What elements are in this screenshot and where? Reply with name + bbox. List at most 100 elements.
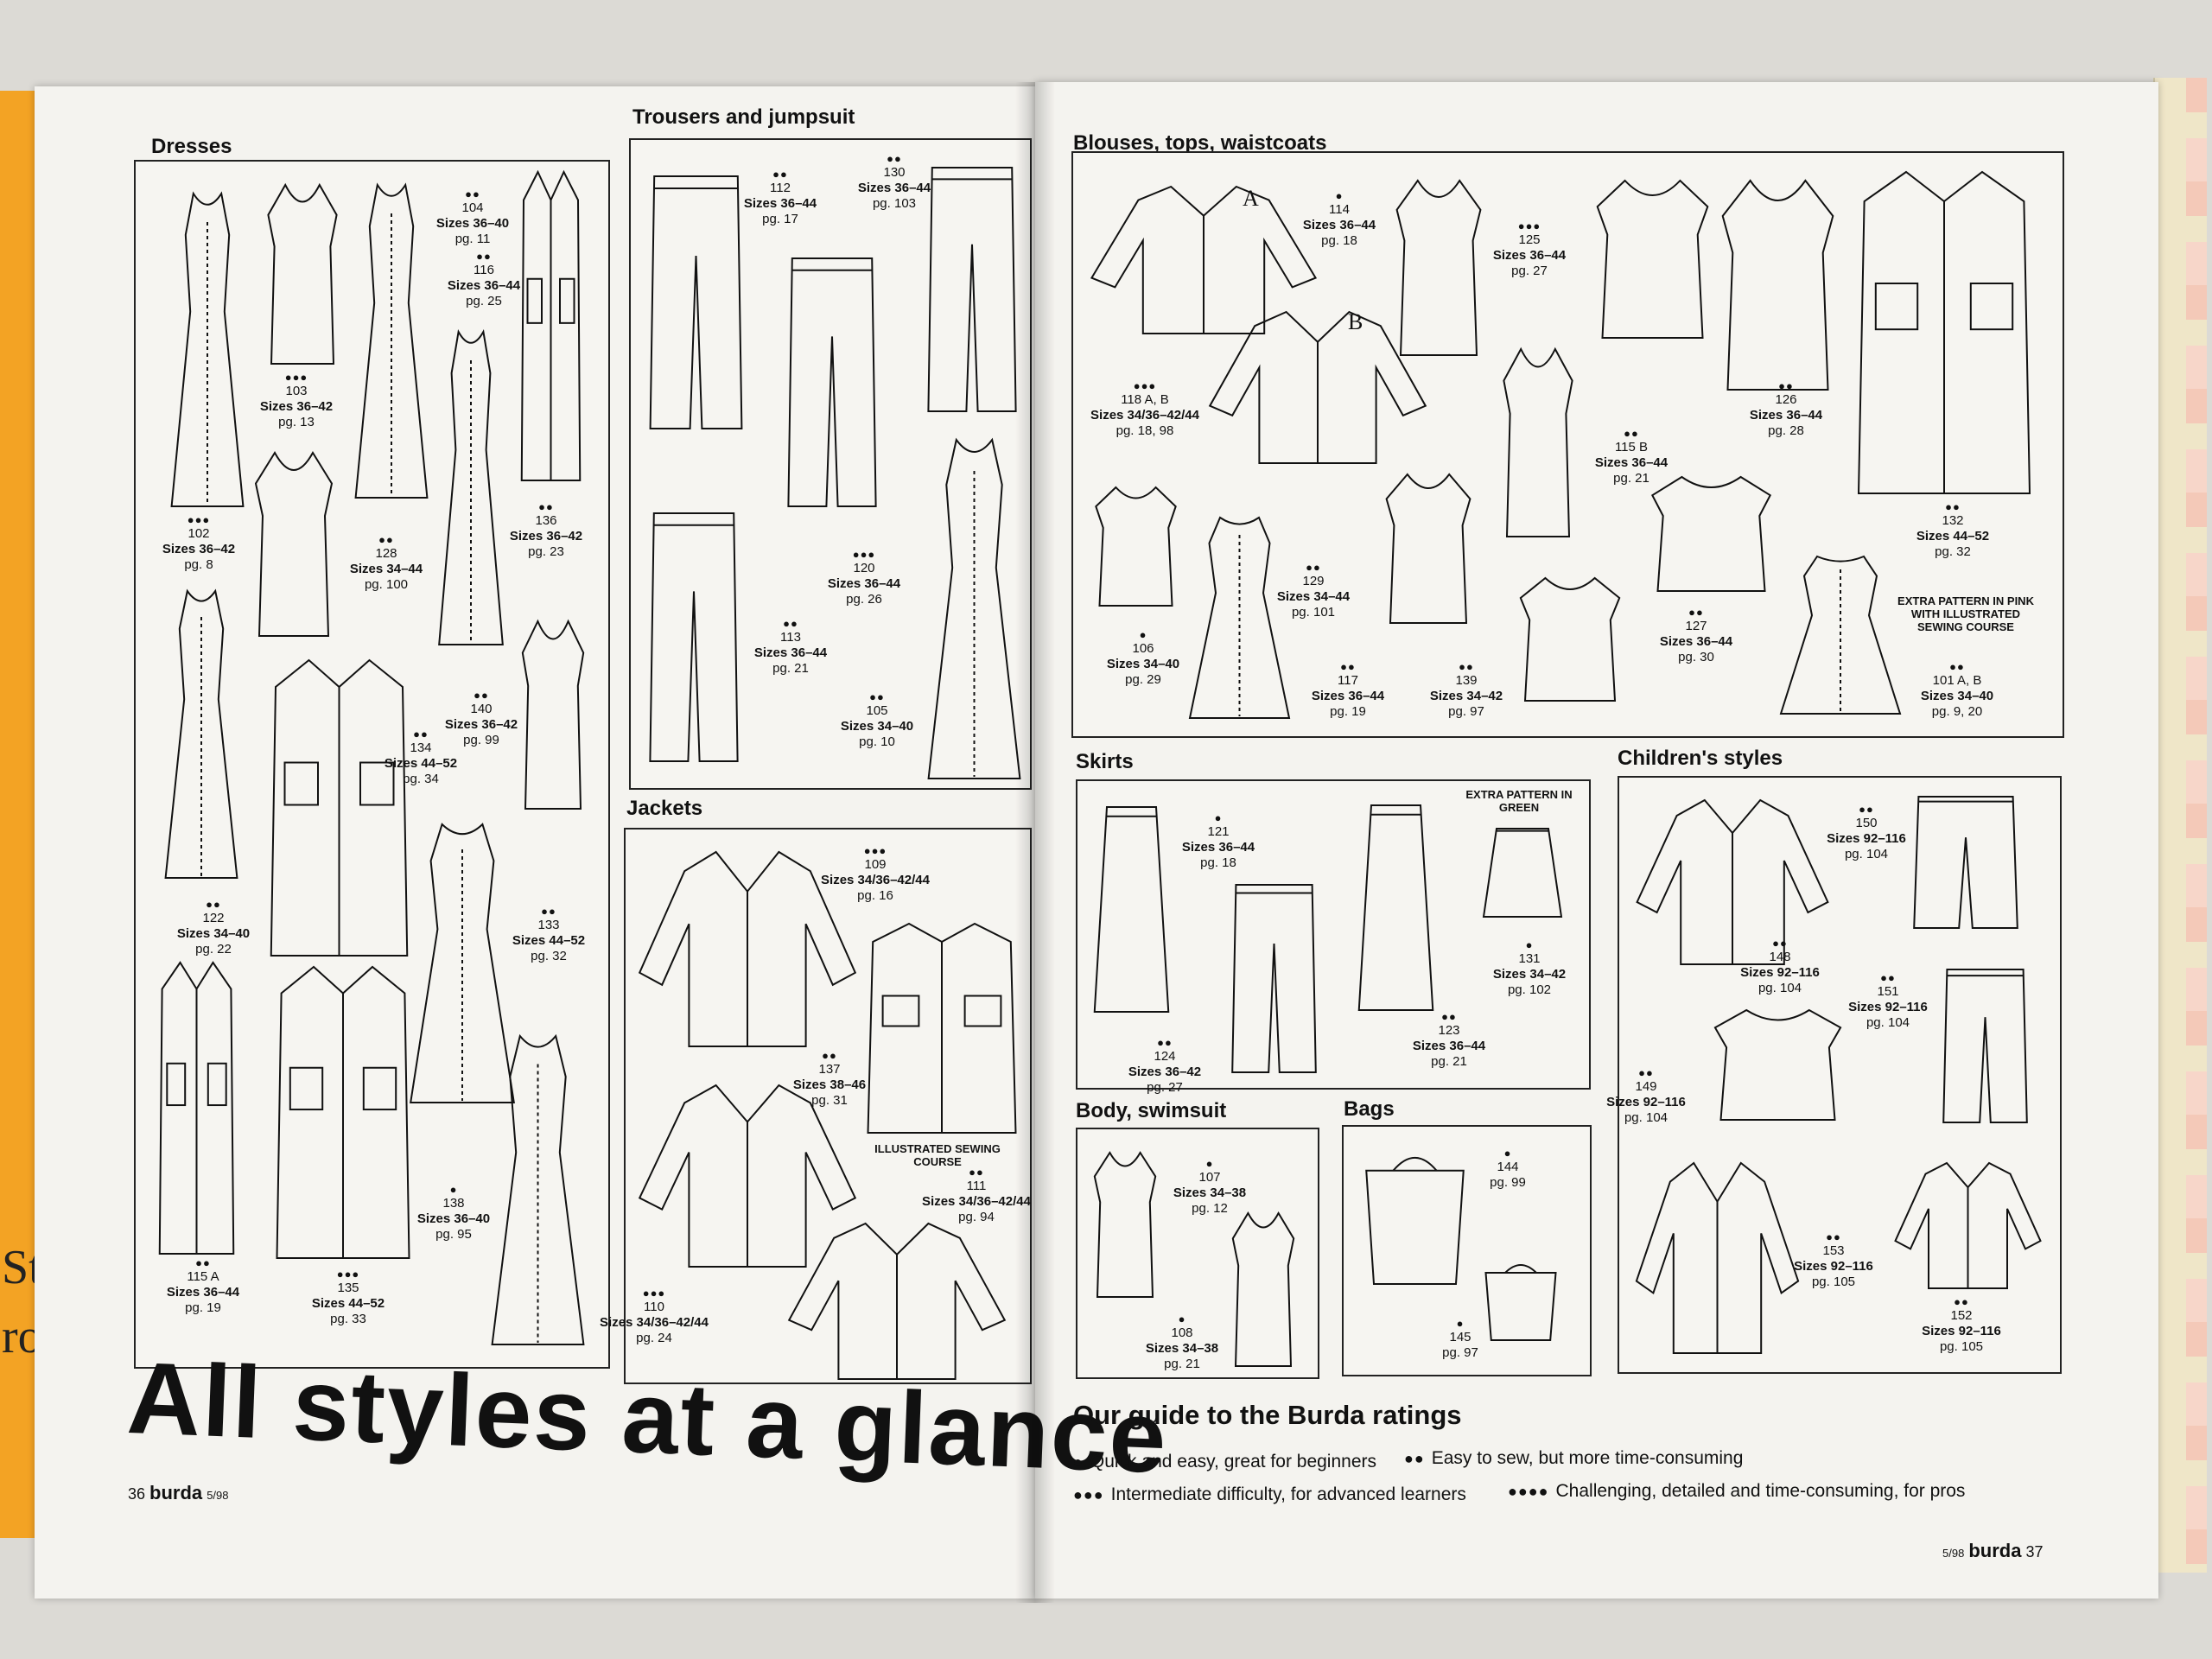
rating-4-text: Challenging, detailed and time-consuming… [1555, 1481, 1966, 1501]
pattern-pg: pg. 33 [330, 1312, 366, 1326]
pattern-size: Sizes 36–44 [1181, 840, 1255, 855]
garment-sketch-dress [168, 190, 246, 510]
garment-sketch-dress [488, 1033, 588, 1348]
pattern-size: Sizes 92–116 [1794, 1259, 1873, 1274]
pattern-pg: pg. 104 [1758, 981, 1802, 995]
pattern-pg: pg. 28 [1768, 423, 1804, 438]
pattern-dots: ●● [1772, 937, 1788, 950]
pattern-num: 106 [1132, 641, 1154, 656]
pattern-size: Sizes 92–116 [1827, 831, 1906, 846]
pattern-pg: pg. 27 [1147, 1080, 1183, 1095]
pattern-pg: pg. 16 [857, 888, 893, 903]
rating-3-dots: ●●● [1073, 1486, 1104, 1503]
pattern-size: Sizes 92–116 [1606, 1095, 1686, 1109]
folio-right-page: 37 [2025, 1543, 2044, 1560]
pattern-pg: pg. 104 [1624, 1110, 1669, 1125]
pattern-pg: pg. 19 [185, 1300, 221, 1315]
pattern-num: 128 [375, 546, 397, 561]
garment-sketch-pants [785, 255, 880, 510]
pattern-num: 109 [864, 857, 887, 872]
pattern-dots: ●●● [852, 548, 876, 561]
ratings-title: Our guide to the Burda ratings [1073, 1400, 1462, 1430]
pattern-num: 137 [818, 1062, 841, 1077]
garment-sketch-coat [264, 657, 415, 959]
pattern-num: 138 [442, 1196, 465, 1211]
pattern-size: Sizes 36–44 [1302, 218, 1376, 232]
pattern-pg: pg. 9, 20 [1931, 704, 1983, 719]
garment-sketch-dress [1776, 553, 1905, 717]
pattern-size: Sizes 44–52 [1916, 529, 1990, 543]
pattern-num: 103 [285, 384, 308, 398]
garment-sketch-jacket [1087, 181, 1320, 337]
garment-sketch-top [264, 181, 341, 367]
pattern-dots: ●● [1945, 500, 1961, 513]
pattern-dots: ● [1139, 628, 1147, 641]
pattern-size: Sizes 92–116 [1740, 965, 1820, 980]
pattern-num: 111 [966, 1179, 987, 1193]
rating-1: ●Quick and easy, great for beginners [1073, 1452, 1376, 1472]
pattern-size: Sizes 36–44 [1659, 634, 1733, 649]
garment-sketch-pants [1910, 793, 2022, 931]
folio-right-issue: 5/98 [1942, 1547, 1965, 1560]
pattern-size: Sizes 36–42 [509, 529, 583, 543]
pattern-size: Sizes 36–42 [259, 399, 334, 414]
garment-sketch-coat [270, 963, 416, 1262]
pattern-num: 110 [644, 1300, 664, 1314]
pattern-pg: pg. 12 [1192, 1201, 1228, 1216]
pattern-dots: ●● [541, 905, 556, 918]
garment-sketch-top [518, 618, 588, 812]
pattern-num: 130 [883, 165, 906, 180]
pattern-dots: ●● [1441, 1010, 1457, 1023]
pattern-pg: pg. 21 [1164, 1357, 1200, 1371]
pattern-dots: ●● [1157, 1036, 1173, 1049]
folio-right-brand: burda [1968, 1540, 2022, 1561]
pattern-pg: pg. 32 [531, 949, 567, 963]
pattern-dots: ●● [1954, 1295, 1969, 1308]
pattern-num: 122 [202, 911, 225, 925]
pattern-num: 102 [188, 526, 210, 541]
pattern-num: 140 [470, 702, 493, 716]
garment-sketch-jacket [785, 1218, 1009, 1382]
pattern-dots: ●● [206, 898, 221, 911]
pattern-dots: ●● [476, 250, 492, 263]
pattern-pg: pg. 21 [772, 661, 809, 676]
folio-left-page: 36 [128, 1485, 146, 1503]
pattern-size: Sizes 36–42 [444, 717, 518, 732]
pattern-size: Sizes 34–44 [1276, 589, 1351, 604]
pattern-size: Sizes 34–40 [1106, 657, 1180, 671]
pattern-dots: ●● [1459, 660, 1474, 673]
pattern-num: 107 [1198, 1170, 1221, 1185]
garment-sketch-skirt [1090, 804, 1173, 1015]
pattern-dots: ●●● [642, 1287, 666, 1300]
pattern-size: Sizes 34–40 [1920, 689, 1994, 703]
pattern-size: Sizes 36–40 [435, 216, 510, 231]
garment-sketch-dress [925, 436, 1024, 782]
pattern-num: 120 [853, 561, 875, 575]
rating-2-text: Easy to sew, but more time-consuming [1431, 1448, 1744, 1468]
pattern-size: Sizes 36–42 [162, 542, 236, 556]
garment-sketch-skirt [1355, 802, 1437, 1014]
pattern-dots: ● [1456, 1317, 1465, 1330]
pattern-size: Sizes 34/36–42/44 [821, 873, 930, 887]
pattern-size: Sizes 44–52 [512, 933, 586, 948]
garment-sketch-dress [436, 328, 505, 648]
dresses-box [134, 160, 610, 1369]
pattern-pg: pg. 19 [1330, 704, 1366, 719]
pattern-dots: ● [1525, 938, 1534, 951]
pattern-pg: pg. 94 [958, 1210, 995, 1224]
garment-sketch-top [1644, 474, 1778, 594]
pattern-size: Sizes 36–44 [857, 181, 931, 195]
pattern-size: Sizes 36–44 [166, 1285, 240, 1300]
